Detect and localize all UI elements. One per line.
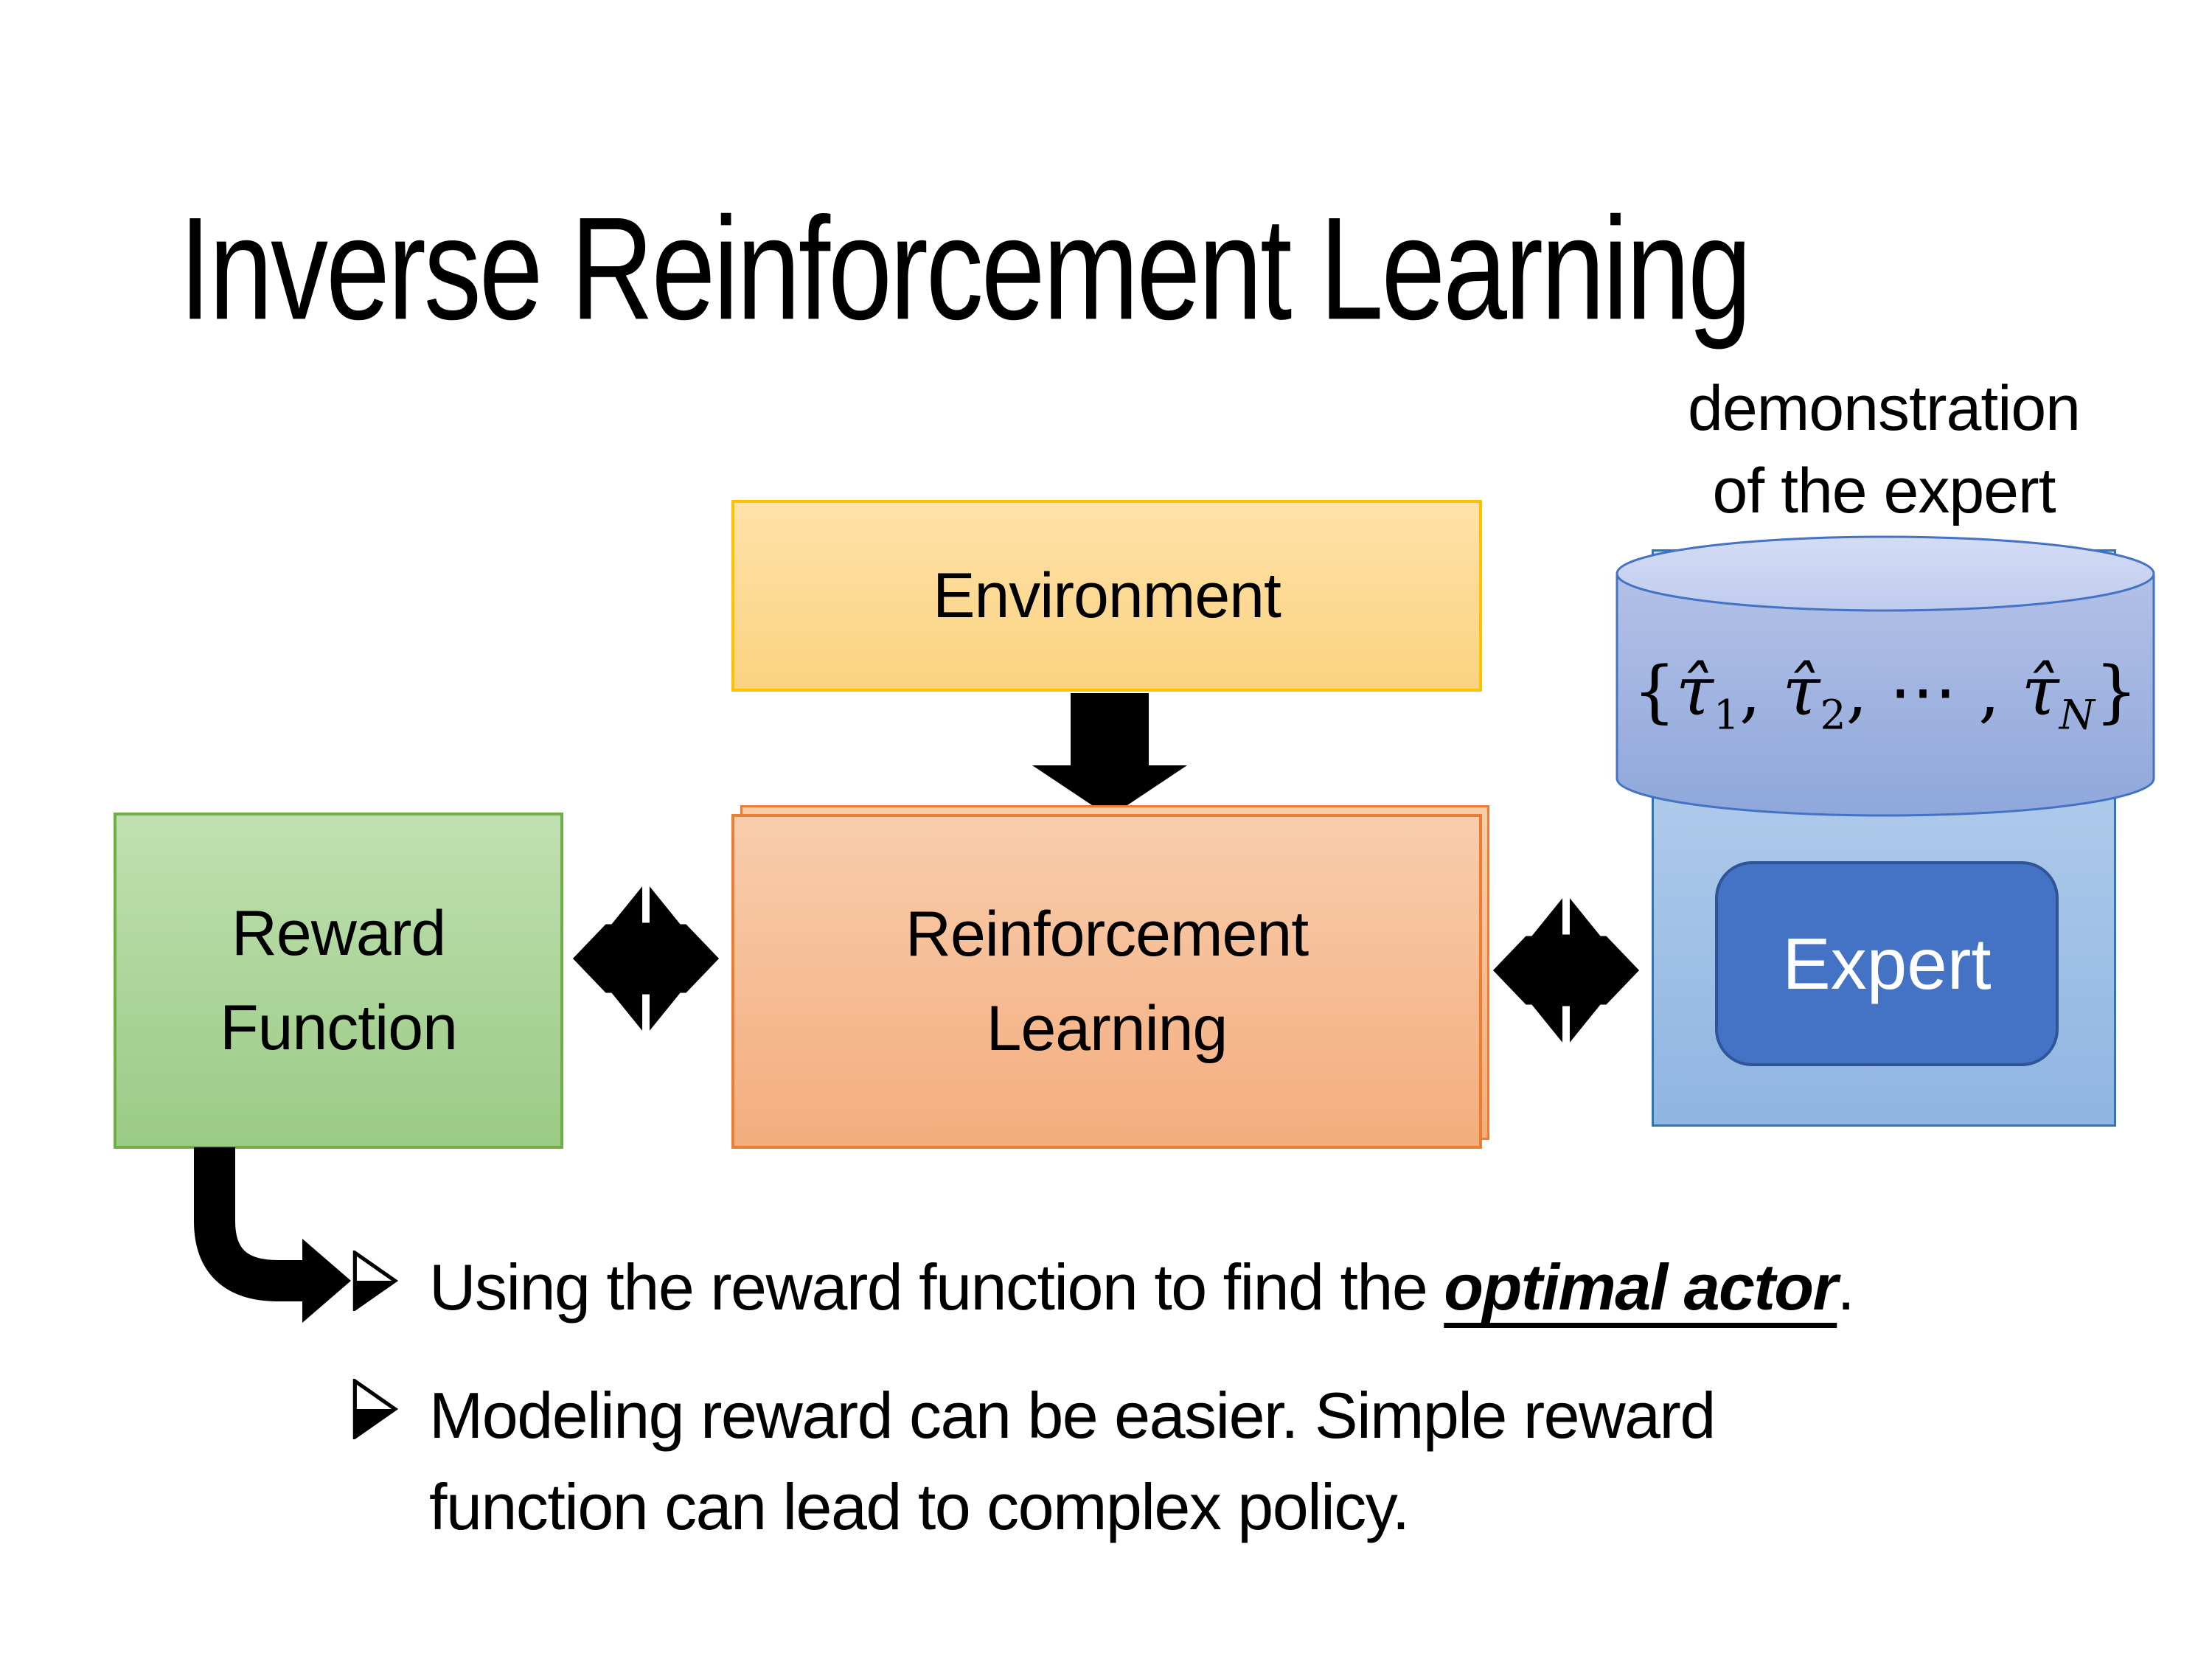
down-arrow-icon bbox=[1032, 693, 1187, 817]
reward-rl-double-arrow-icon bbox=[572, 882, 720, 1035]
reward-function-box: Reward Function bbox=[114, 813, 563, 1149]
demonstration-label-line1: demonstration bbox=[1688, 373, 2081, 444]
reinforcement-learning-box: Reinforcement Learning bbox=[731, 814, 1482, 1149]
formula-close-brace: } bbox=[2095, 652, 2138, 731]
bullet-arrowhead-icon bbox=[352, 1379, 398, 1439]
bullet1-suffix: . bbox=[1837, 1251, 1854, 1324]
formula-sep2: , ⋯ , bbox=[1846, 652, 2022, 731]
formula-subN: N bbox=[2059, 692, 2095, 740]
reward-function-label-line2: Function bbox=[220, 992, 458, 1063]
formula-tau1: τ̂ bbox=[1676, 652, 1714, 731]
bullet-arrowhead-icon bbox=[352, 1251, 398, 1311]
demonstration-label-line2: of the expert bbox=[1712, 456, 2056, 526]
reward-function-label-line1: Reward bbox=[231, 898, 446, 969]
bullet1-emphasis: optimal actor bbox=[1444, 1251, 1838, 1324]
trajectory-set-formula: {τ̂1, τ̂2, ⋯ , τ̂N} bbox=[1615, 652, 2156, 736]
formula-sep1: , bbox=[1739, 652, 1783, 731]
page-title: Inverse Reinforcement Learning bbox=[179, 187, 1752, 351]
rl-expert-double-arrow-icon bbox=[1492, 894, 1640, 1047]
formula-tau2: τ̂ bbox=[1782, 652, 1820, 731]
formula-open-brace: { bbox=[1632, 652, 1676, 731]
reinforcement-learning-label-line1: Reinforcement bbox=[905, 899, 1309, 970]
formula-tauN: τ̂ bbox=[2021, 652, 2059, 731]
bullet-text: Modeling reward can be easier. Simple re… bbox=[429, 1370, 1978, 1553]
bullet-item-2: Modeling reward can be easier. Simple re… bbox=[352, 1370, 1978, 1553]
bullet1-prefix: Using the reward function to find the bbox=[429, 1251, 1444, 1324]
bullet-item-1: Using the reward function to find the op… bbox=[352, 1242, 1855, 1333]
reinforcement-learning-label-line2: Learning bbox=[986, 993, 1228, 1064]
environment-label: Environment bbox=[933, 560, 1281, 631]
bent-arrow-icon bbox=[194, 1147, 351, 1323]
demonstration-database-icon bbox=[1615, 535, 2155, 817]
bullet-text: Using the reward function to find the op… bbox=[429, 1242, 1855, 1333]
expert-label: Expert bbox=[1782, 922, 1992, 1004]
expert-box: Expert bbox=[1715, 861, 2059, 1066]
bullet2-line2: function can lead to complex policy. bbox=[429, 1470, 1410, 1543]
environment-box: Environment bbox=[731, 500, 1482, 692]
demonstration-label: demonstration of the expert bbox=[1585, 367, 2183, 532]
formula-sub1: 1 bbox=[1713, 692, 1740, 740]
bullet2-line1: Modeling reward can be easier. Simple re… bbox=[429, 1379, 1716, 1452]
formula-sub2: 2 bbox=[1820, 692, 1846, 740]
